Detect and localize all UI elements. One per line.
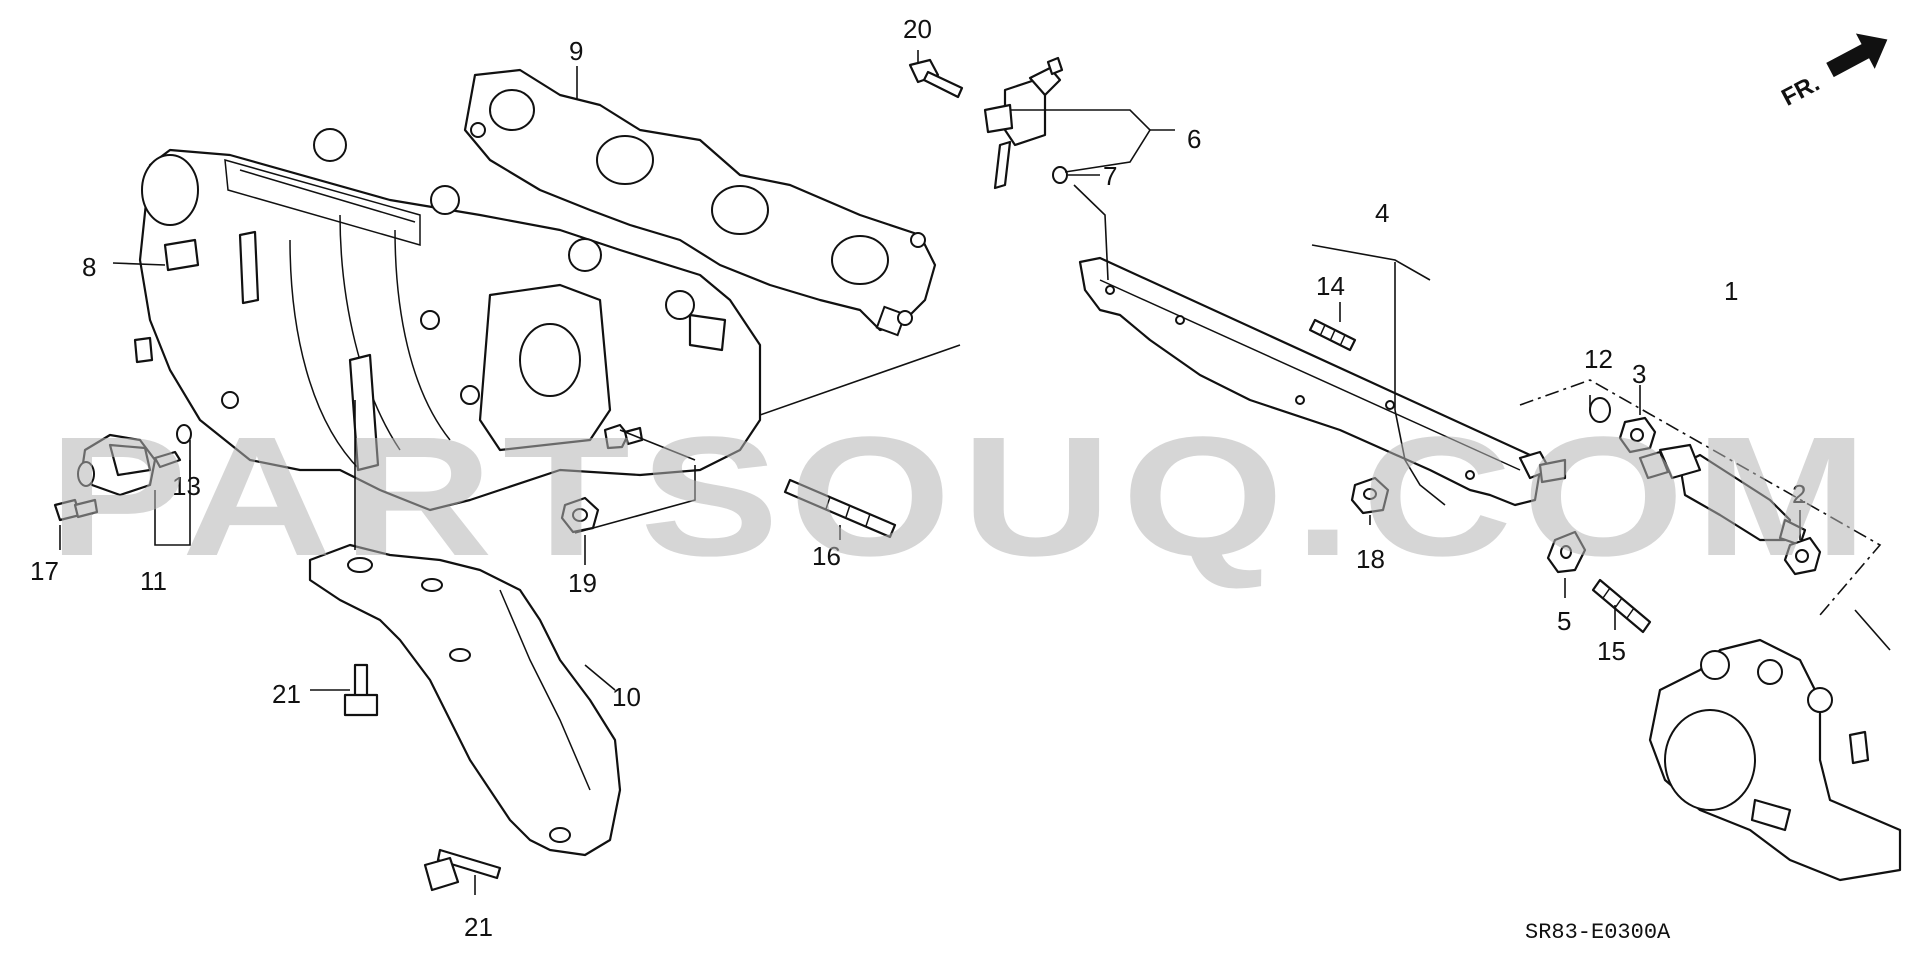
callout-15[interactable]: 15 xyxy=(1597,636,1626,666)
intake-manifold[interactable] xyxy=(133,128,762,512)
callout-12[interactable]: 12 xyxy=(1584,344,1613,374)
callout-9[interactable]: 9 xyxy=(569,36,583,66)
sensor-bolt[interactable] xyxy=(53,498,99,522)
sensor-o-ring[interactable] xyxy=(176,424,192,444)
callout-labels: 1 2 3 4 5 6 7 8 9 10 11 12 13 14 15 16 1… xyxy=(30,14,1806,942)
bracket-bolt-lower[interactable] xyxy=(423,848,502,892)
callout-10[interactable]: 10 xyxy=(612,682,641,712)
callout-21-upper[interactable]: 21 xyxy=(272,679,301,709)
callout-1[interactable]: 1 xyxy=(1724,276,1738,306)
diagram-code: SR83-E0300A xyxy=(1525,920,1671,945)
fuel-injector[interactable] xyxy=(1638,443,1807,547)
callout-14[interactable]: 14 xyxy=(1316,271,1345,301)
watermark-text: PARTSOUQ.COM xyxy=(48,402,1878,592)
callout-8[interactable]: 8 xyxy=(82,252,96,282)
leader-lines xyxy=(59,50,1891,895)
callout-11[interactable]: 11 xyxy=(140,566,167,596)
fuel-injector-base[interactable] xyxy=(1078,256,1567,507)
callout-17[interactable]: 17 xyxy=(30,556,59,586)
front-direction-indicator: FR. xyxy=(1777,33,1888,112)
bracket-bolt-upper[interactable] xyxy=(343,663,379,717)
manifold-bracket[interactable] xyxy=(308,543,622,857)
callout-21-lower[interactable]: 21 xyxy=(464,912,493,942)
stud-bolt-15[interactable] xyxy=(1591,578,1652,634)
callout-3[interactable]: 3 xyxy=(1632,359,1646,389)
callout-19[interactable]: 19 xyxy=(568,568,597,598)
callout-6[interactable]: 6 xyxy=(1187,124,1201,154)
nut-18[interactable] xyxy=(1350,476,1390,515)
stud-bolt-16[interactable] xyxy=(783,478,897,539)
front-arrow-icon xyxy=(1826,33,1888,78)
callout-5[interactable]: 5 xyxy=(1557,606,1571,636)
callout-13[interactable]: 13 xyxy=(172,471,201,501)
callout-4[interactable]: 4 xyxy=(1375,198,1389,228)
callout-2[interactable]: 2 xyxy=(1792,479,1806,509)
intake-port-partial xyxy=(1648,638,1902,882)
callout-7[interactable]: 7 xyxy=(1103,161,1117,191)
callout-20[interactable]: 20 xyxy=(903,14,932,44)
manifold-gasket[interactable] xyxy=(463,68,937,337)
front-label: FR. xyxy=(1777,70,1824,112)
grommet-5[interactable] xyxy=(1546,530,1587,574)
callout-18[interactable]: 18 xyxy=(1356,544,1385,574)
stud-bolt-14[interactable] xyxy=(1308,318,1357,352)
regulator-o-ring[interactable] xyxy=(1052,166,1068,184)
map-sensor[interactable] xyxy=(77,433,182,497)
injector-seal-ring[interactable] xyxy=(1783,536,1822,576)
fuel-pressure-regulator[interactable] xyxy=(983,56,1064,190)
callout-16[interactable]: 16 xyxy=(812,541,841,571)
bolt-20[interactable] xyxy=(908,58,964,99)
injector-cushion-ring[interactable] xyxy=(1618,416,1657,454)
